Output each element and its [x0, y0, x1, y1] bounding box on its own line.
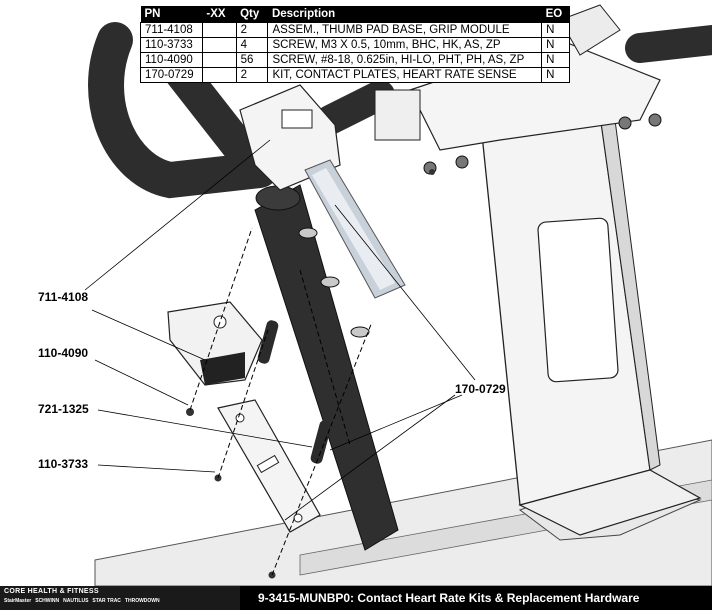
cell-eo: N [541, 52, 570, 68]
callout-110-4090: 110-4090 [38, 346, 89, 360]
header-eo: EO [541, 6, 570, 23]
brand-startrac-logo: STAR TRAC [92, 598, 121, 604]
contact-plate-lower [217, 399, 321, 533]
cell-xx [201, 52, 237, 68]
header-description: Description [267, 6, 542, 23]
grip-tube [254, 184, 399, 551]
cell-pn: 110-3733 [140, 37, 203, 53]
brand-nautilus-logo: NAUTILUS [63, 598, 89, 604]
brand-logos: StairMaster SCHWINN NAUTILUS STAR TRAC T… [4, 598, 240, 604]
thumb-pad-base [167, 301, 263, 386]
document-title: 9-3415-MUNBP0: Contact Heart Rate Kits &… [258, 591, 640, 605]
callout-110-3733: 110-3733 [38, 457, 89, 471]
company-name: CORE HEALTH & FITNESS [4, 588, 99, 595]
callout-721-1325: 721-1325 [38, 402, 89, 416]
table-row: 170-0729 2 KIT, CONTACT PLATES, HEART RA… [140, 67, 570, 83]
table-row: 110-3733 4 SCREW, M3 X 0.5, 10mm, BHC, H… [140, 37, 570, 53]
standoffs [257, 320, 332, 464]
cell-pn: 110-4090 [140, 52, 203, 68]
cell-description: SCREW, M3 X 0.5, 10mm, BHC, HK, AS, ZP [267, 37, 543, 53]
cell-xx [201, 22, 237, 38]
contact-plate-upper [304, 159, 406, 299]
cell-qty: 2 [235, 22, 269, 38]
callout-170-0729: 170-0729 [455, 382, 506, 396]
footer-brand-block: CORE HEALTH & FITNESS StairMaster SCHWIN… [0, 586, 240, 610]
table-row: 110-4090 56 SCREW, #8-18, 0.625in, HI-LO… [140, 52, 570, 68]
cell-description: KIT, CONTACT PLATES, HEART RATE SENSE [267, 67, 543, 83]
cell-eo: N [541, 67, 570, 83]
footer-bar: CORE HEALTH & FITNESS StairMaster SCHWIN… [0, 586, 712, 610]
cell-qty: 4 [235, 37, 269, 53]
leader-lines [84, 139, 476, 521]
cell-eo: N [541, 37, 570, 53]
parts-table: PN -XX Qty Description EO 711-4108 2 ASS… [140, 6, 570, 83]
brand-throwdown-logo: THROWDOWN [124, 598, 160, 604]
header-qty: Qty [236, 6, 268, 23]
callout-711-4108: 711-4108 [38, 290, 89, 304]
header-pn: PN [140, 6, 203, 23]
cell-pn: 711-4108 [140, 22, 203, 38]
brand-schwinn-logo: SCHWINN [35, 598, 60, 604]
cell-description: ASSEM., THUMB PAD BASE, GRIP MODULE [267, 22, 543, 38]
cell-qty: 2 [235, 67, 269, 83]
assembly-lines [189, 227, 373, 576]
cell-description: SCREW, #8-18, 0.625in, HI-LO, PHT, PH, A… [267, 52, 543, 68]
brand-stairmaster-logo: StairMaster [4, 598, 32, 604]
parts-table-header: PN -XX Qty Description EO [140, 6, 570, 23]
cell-xx [201, 37, 237, 53]
cell-xx [201, 67, 237, 83]
grip-collar [239, 84, 341, 191]
cell-eo: N [541, 22, 570, 38]
cell-pn: 170-0729 [140, 67, 203, 83]
table-row: 711-4108 2 ASSEM., THUMB PAD BASE, GRIP … [140, 22, 570, 38]
cell-qty: 56 [235, 52, 269, 68]
header-xx: -XX [202, 6, 237, 23]
